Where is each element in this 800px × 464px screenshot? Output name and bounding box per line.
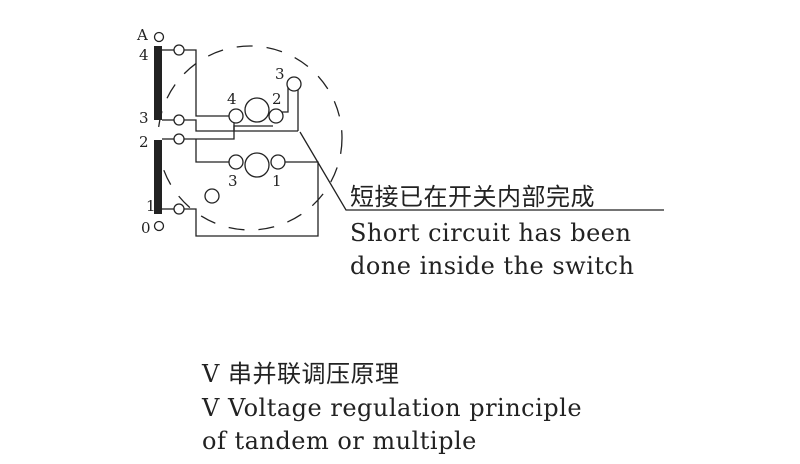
terminal-label-2: 2 [139,133,149,151]
wire-tap2 [184,125,273,140]
lower-winding [154,140,162,214]
wire-tap4 [184,49,236,117]
tap-2 [173,133,185,145]
wire-tap1-loop [184,161,319,237]
caption-chinese: V 串并联调压原理 [201,360,399,388]
caption-english-line2: of tandem or multiple [202,427,477,455]
terminal-a [153,31,165,43]
tap-1 [173,203,185,215]
contact-lone [204,188,220,204]
contact-1 [270,154,286,170]
terminal-0 [153,220,165,232]
moving-contact-upper [244,97,270,123]
contact-label-2: 2 [272,90,282,108]
contact-4 [228,108,244,124]
wire-tap2-down [195,139,236,163]
annotation-chinese: 短接已在开关内部完成 [350,183,595,211]
caption-english-line1: V Voltage regulation principle [201,394,582,422]
terminal-label-1: 1 [146,197,156,215]
terminal-label-a: A [136,26,148,44]
terminal-label-4: 4 [139,46,149,64]
contact-label-3-bottom: 3 [228,172,238,190]
annotation-english-line2: done inside the switch [350,252,634,280]
annotation-leader [299,131,664,211]
contact-label-3-top: 3 [275,65,285,83]
terminal-label-3: 3 [139,109,149,127]
contact-label-1: 1 [272,172,282,190]
contact-label-4: 4 [227,90,237,108]
terminal-label-0: 0 [141,219,151,237]
annotation-english-line1: Short circuit has been [350,219,631,247]
contact-3-bottom [228,154,244,170]
upper-winding [154,46,162,120]
tap-4 [173,44,185,56]
tap-3 [173,114,185,126]
wire-tap3 [184,119,298,132]
moving-contact-lower [244,152,270,178]
contact-2 [268,108,284,124]
contact-3-top [286,76,302,92]
switch-body-outline [157,45,343,231]
